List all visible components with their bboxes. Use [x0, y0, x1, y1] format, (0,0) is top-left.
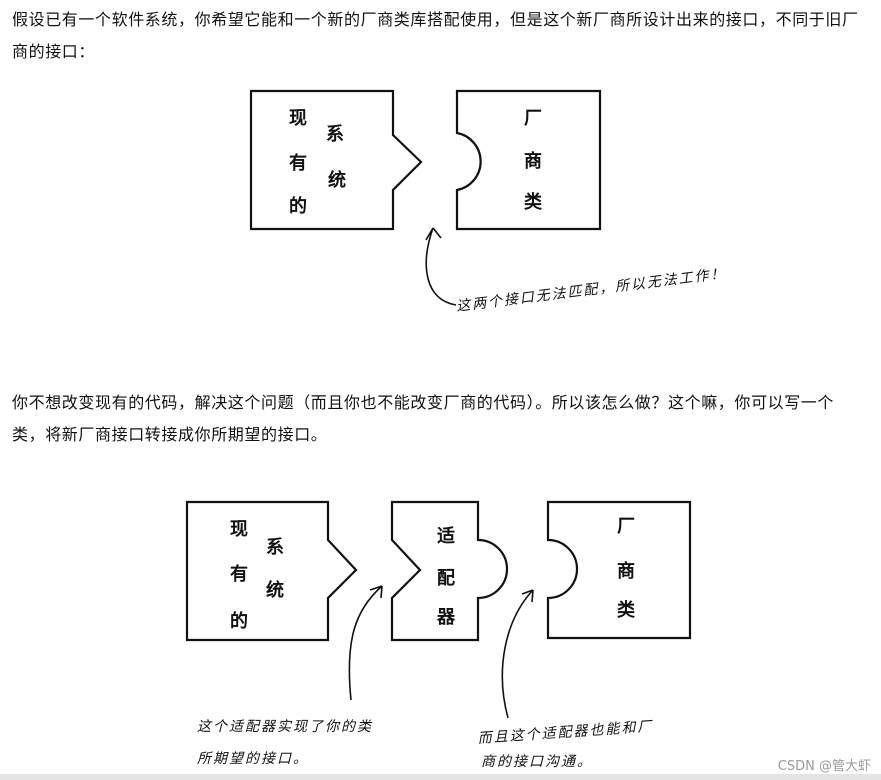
- existing-system-piece-2: [185, 500, 358, 642]
- vendor-class-piece-2: [546, 500, 692, 640]
- label-char: 厂: [617, 516, 635, 537]
- label-char: 系: [326, 124, 344, 145]
- adapter-note-line1: 这个适配器实现了你的类: [197, 719, 373, 735]
- label-char: 的: [289, 196, 307, 217]
- adapter-note-line2: 所期望的接口。: [197, 751, 309, 767]
- watermark: CSDN @管大虾: [777, 759, 871, 774]
- label-char: 适: [437, 526, 455, 547]
- label-char: 现: [289, 108, 307, 129]
- label-char: 类: [524, 192, 542, 213]
- label-char: 器: [437, 607, 455, 628]
- existing-system-piece: [249, 89, 423, 231]
- vendor-arrow: [501, 589, 534, 719]
- label-char: 系: [266, 537, 284, 558]
- label-char: 的: [230, 611, 248, 632]
- label-char: 商: [524, 151, 542, 172]
- mismatch-arrow: [425, 227, 457, 306]
- intro-paragraph: 假设已有一个软件系统，你希望它能和一个新的厂商类库搭配使用，但是这个新厂商所设计…: [12, 10, 859, 61]
- label-char: 商: [617, 561, 635, 582]
- adapter-piece: [390, 500, 509, 642]
- label-char: 统: [328, 170, 346, 191]
- vendor-note-line2: 商的接口沟通。: [481, 754, 593, 770]
- label-char: 有: [289, 153, 307, 174]
- label-char: 厂: [524, 108, 542, 129]
- label-char: 统: [266, 580, 284, 601]
- label-char: 类: [617, 600, 635, 621]
- vendor-class-piece: [455, 89, 602, 231]
- adapter-arrow: [348, 585, 383, 701]
- label-char: 现: [230, 519, 248, 540]
- label-char: 配: [437, 568, 455, 589]
- footer-bar: [0, 774, 881, 780]
- solution-paragraph: 你不想改变现有的代码，解决这个问题（而且你也不能改变厂商的代码）。所以该怎么做？…: [12, 393, 835, 444]
- label-char: 有: [230, 564, 248, 585]
